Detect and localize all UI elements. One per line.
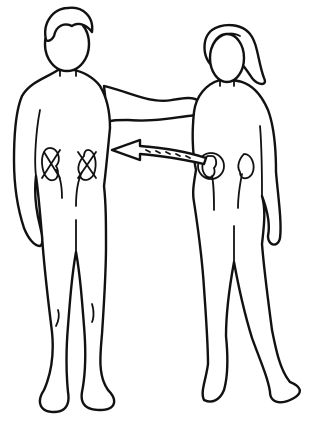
kidney-icon	[238, 154, 253, 178]
male-body	[14, 70, 114, 412]
male-figure	[14, 8, 201, 412]
female-body	[193, 80, 300, 402]
male-arm-extended	[104, 86, 201, 122]
female-figure	[193, 25, 300, 402]
